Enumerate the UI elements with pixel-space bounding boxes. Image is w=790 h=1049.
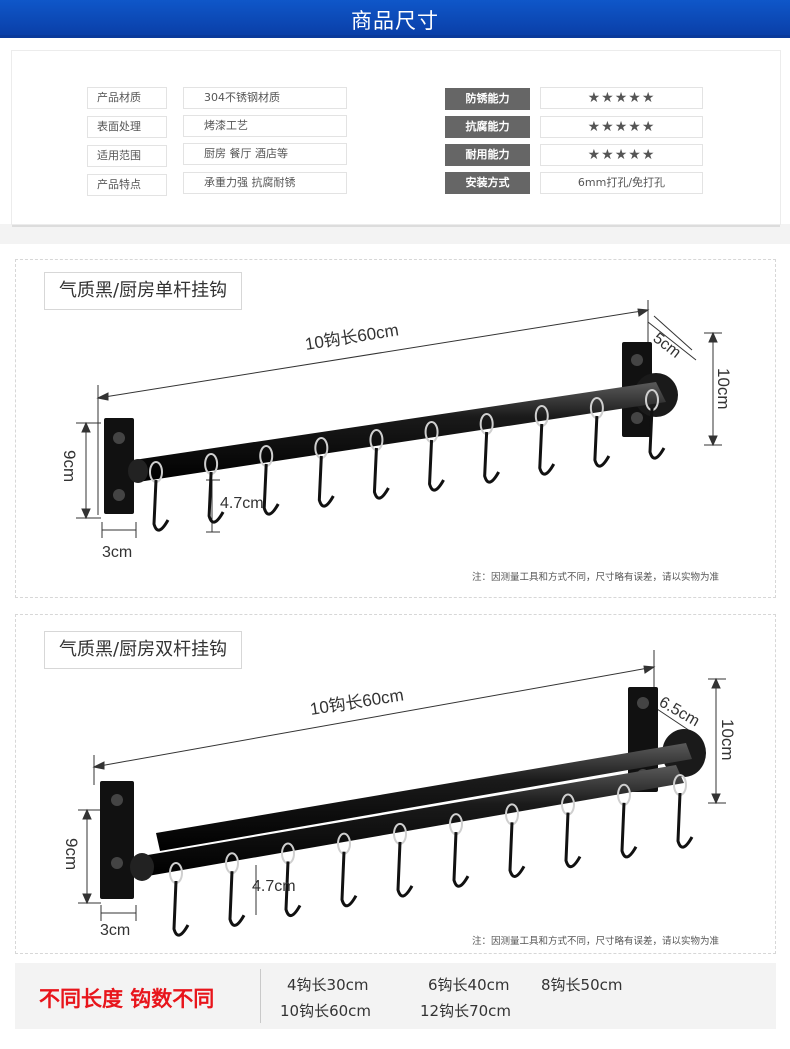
spec-label-surface: 表面处理 [87,116,167,138]
spec-rating-install: 6mm打孔/免打孔 [540,172,703,194]
depth-dimension-line [647,315,697,361]
right-height-dimension [704,331,722,447]
hook [452,832,470,888]
hook [207,471,225,524]
length-option: 12钩长70cm [420,1002,512,1020]
spec-tag-durability: 耐用能力 [445,144,530,166]
dim-length-label: 10钩长60cm [304,320,400,354]
length-dimension-line [92,650,656,785]
hook [372,447,390,500]
hook [396,841,414,898]
hook [152,479,170,532]
hook-spacing-dimension [206,479,220,533]
single-hooks [149,389,666,532]
dim-height-right-label: 10cm [718,719,737,761]
product-panel-single: 气质黑/厨房单杆挂钩 [15,259,776,598]
spec-label-material: 产品材质 [87,87,167,109]
plate-width-dimension [101,522,137,538]
spec-tag-install: 安装方式 [445,172,530,194]
dim-depth-label: 5cm [650,330,684,362]
left-wall-plate [104,418,134,514]
divider [260,969,261,1023]
hook [538,423,556,476]
spec-rating-rustproof: ★★★★★ [540,87,703,109]
left-height-dimension [76,421,101,520]
spec-value-feature: 承重力强 抗腐耐锈 [183,172,347,194]
dim-spacing-label: 4.7cm [252,878,296,895]
spec-rating-durability: ★★★★★ [540,144,703,166]
double-rack-illustration: 10钩长60cm 6.5cm 10cm 9cm 4.7cm 3cm [62,650,737,939]
spec-tag-rustproof: 防锈能力 [445,88,530,110]
measurement-note: 注：因测量工具和方式不同，尺寸略有误差，请以实物为准 [472,936,720,947]
section-title: 商品尺寸 [351,9,439,33]
back-bar [156,743,692,851]
spec-tag-corrosion: 抗腐能力 [445,116,530,138]
plate-width-dimension [100,905,137,921]
length-option: 8钩长50cm [541,976,623,994]
hook [564,812,582,869]
hook [428,439,445,492]
hook [262,463,280,516]
double-hooks [169,774,694,937]
spec-label-feature: 产品特点 [87,174,167,196]
hook [228,871,246,927]
spec-panel-shadow [0,224,790,244]
product-title-single: 气质黑/厨房单杆挂钩 [44,272,243,310]
dim-height-left-label: 9cm [60,450,79,482]
length-options-panel: 不同长度 钩数不同 4钩长30cm 6钩长40cm 8钩长50cm 10钩长60… [15,963,776,1029]
dim-height-right-label: 10cm [714,368,733,410]
length-options-title: 不同长度 钩数不同 [39,987,215,1011]
product-panel-double: 气质黑/厨房双杆挂钩 [15,614,776,954]
hook [676,792,694,849]
spec-value-surface: 烤漆工艺 [183,115,347,137]
spec-value-material: 304不锈钢材质 [183,87,347,109]
dim-plate-label: 3cm [102,544,132,561]
section-header: 商品尺寸 [0,0,790,38]
right-height-dimension [708,677,726,805]
hook [340,851,358,908]
spec-label-usage: 适用范围 [87,145,167,167]
front-bar [136,765,684,877]
hook [172,880,190,937]
hook [593,415,611,468]
hook [317,455,335,508]
left-wall-plate [100,781,134,899]
dim-depth-label: 6.5cm [656,694,702,731]
length-option: 4钩长30cm [287,976,369,994]
hook [483,431,500,484]
measurement-note: 注：因测量工具和方式不同，尺寸略有误差，请以实物为准 [472,572,720,583]
spec-value-usage: 厨房 餐厅 酒店等 [183,143,347,165]
main-bar [134,382,666,482]
hook [508,822,526,878]
hook [620,802,638,859]
length-option: 6钩长40cm [428,976,510,994]
product-title-double: 气质黑/厨房双杆挂钩 [44,631,243,669]
single-rack-illustration: 10钩长60cm 5cm 10cm 9cm 4.7cm 3cm [60,300,733,561]
hook [648,407,666,460]
dim-plate-label: 3cm [100,922,130,939]
dim-height-left-label: 9cm [62,838,81,870]
hook [284,861,302,917]
length-option: 10钩长60cm [280,1002,372,1020]
spec-rating-corrosion: ★★★★★ [540,116,703,138]
dim-spacing-label: 4.7cm [220,495,264,512]
left-height-dimension [78,808,101,905]
